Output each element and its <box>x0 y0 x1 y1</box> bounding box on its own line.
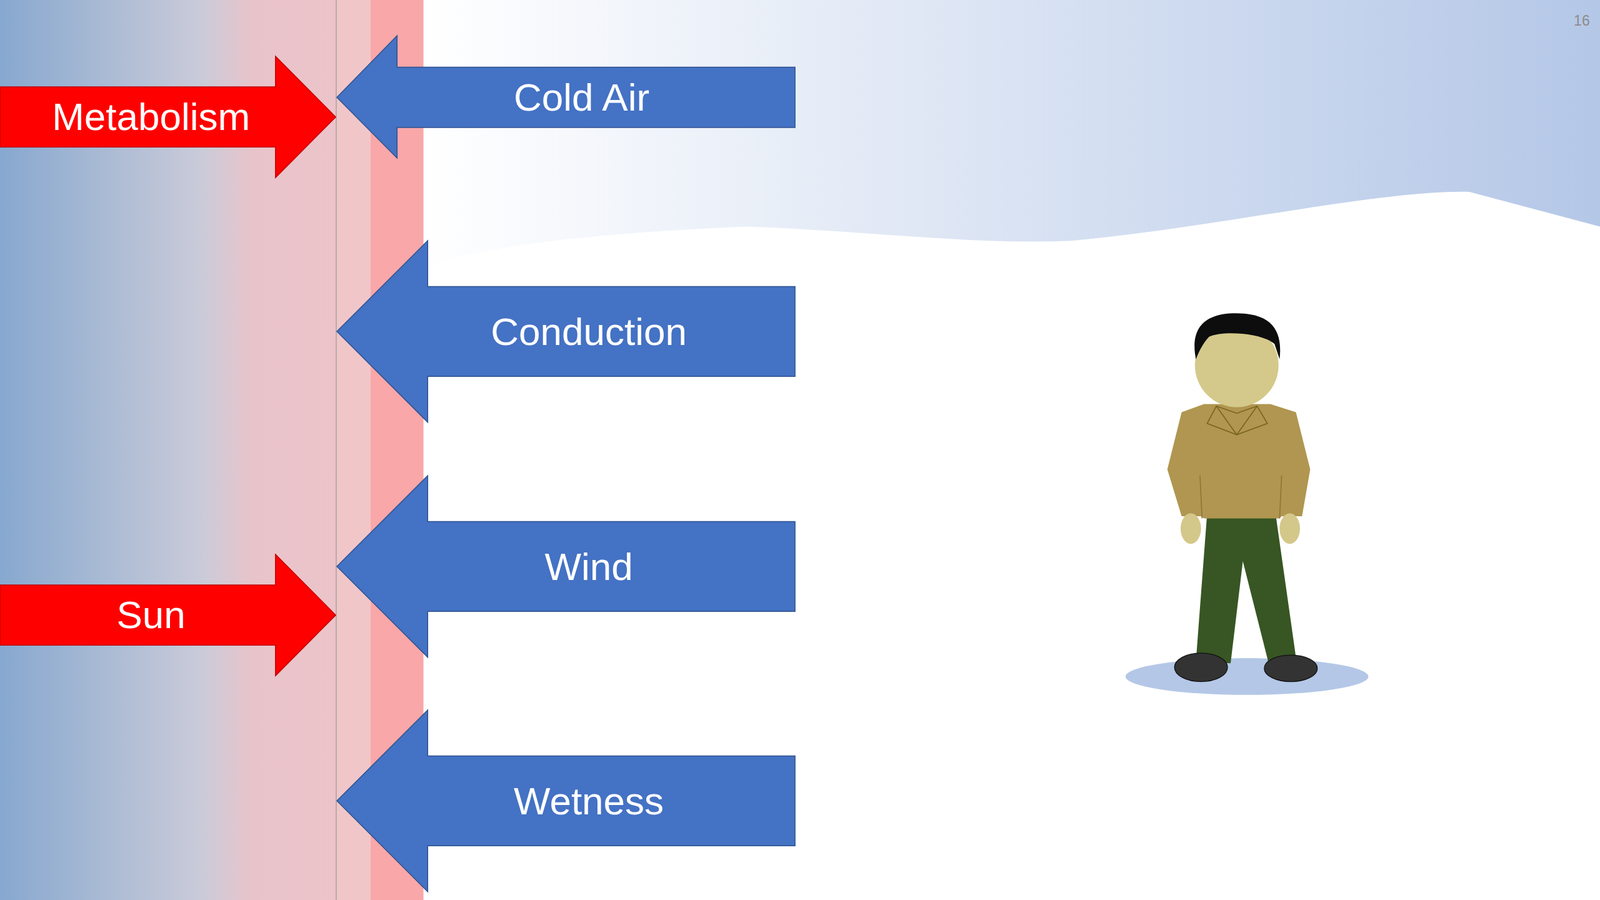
boundary-line <box>335 0 337 900</box>
shadow <box>1125 658 1369 695</box>
arrow-label: Sun <box>0 584 457 645</box>
heat-loss-arrow: Wetness <box>336 710 795 892</box>
heat-gain-arrow: Sun <box>0 554 336 676</box>
shoe <box>1174 653 1228 682</box>
heat-loss-arrow: Cold Air <box>336 35 795 159</box>
arrow-label: Wind <box>282 521 895 612</box>
heat-loss-arrow: Conduction <box>336 240 795 423</box>
arrow-label: Cold Air <box>275 67 889 128</box>
person-figure <box>1125 313 1369 695</box>
collar <box>1206 406 1267 435</box>
shoe <box>1264 655 1318 682</box>
shirt <box>1167 404 1311 519</box>
hand <box>1279 513 1300 544</box>
collar-line <box>1216 406 1257 435</box>
heat-loss-arrow: Wind <box>336 475 795 658</box>
page-number: 16 <box>1573 12 1590 30</box>
skin-band <box>336 0 371 900</box>
heat-gain-arrow: Metabolism <box>0 56 336 178</box>
hair <box>1194 313 1280 360</box>
arrow-label: Wetness <box>282 756 895 847</box>
hand <box>1180 513 1202 544</box>
arrow-label: Conduction <box>282 286 895 377</box>
sleeve-line <box>1200 475 1282 519</box>
